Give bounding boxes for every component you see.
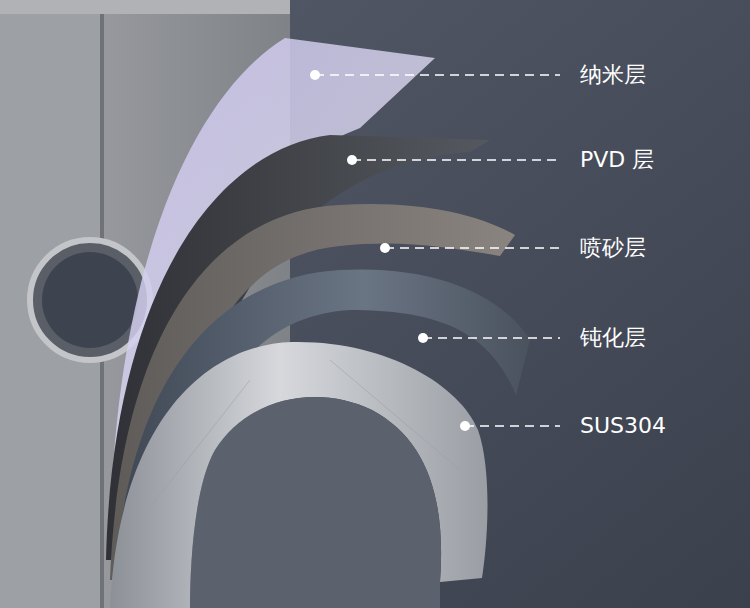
layer-label: SUS304 (580, 413, 666, 439)
layer-label: PVD 层 (580, 147, 654, 173)
layer-label: 钝化层 (580, 325, 646, 351)
layer-label: 喷砂层 (580, 235, 646, 261)
layer-label: 纳米层 (580, 62, 646, 88)
